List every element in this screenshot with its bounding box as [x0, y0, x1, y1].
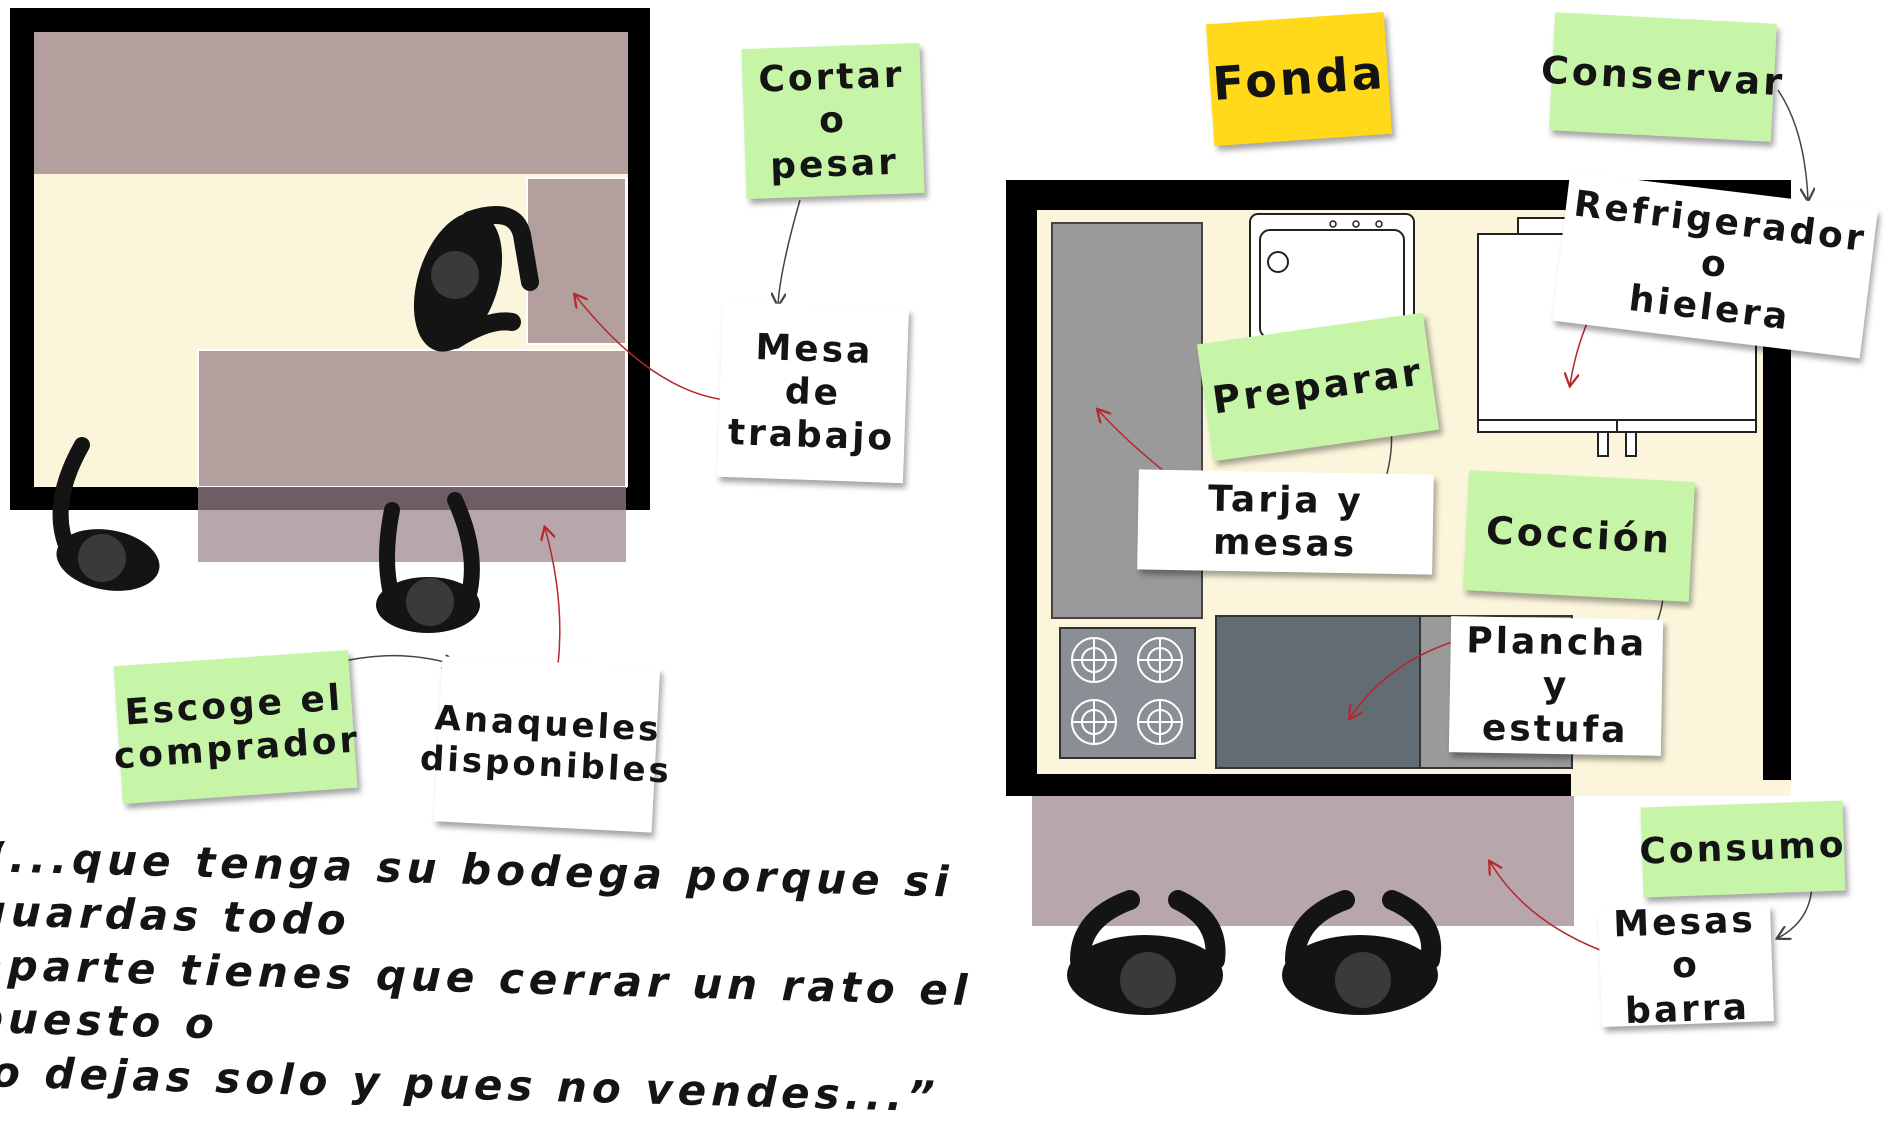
- right-wall-bottom: [1006, 774, 1571, 796]
- connector-arrow: [575, 295, 726, 401]
- note-conservar: Conservar: [1540, 12, 1786, 142]
- buyer-figure: [376, 492, 480, 633]
- left-shelves: [198, 510, 626, 562]
- buyer-figure: [52, 437, 160, 591]
- connector-arrow: [1777, 89, 1808, 200]
- note-mesas-o-barra: Mesas o barra: [1598, 900, 1774, 1032]
- note-escoge-el-comprador: Escoge el comprador: [113, 649, 361, 805]
- note-mesa-de-trabajo: Mesa de trabajo: [717, 301, 909, 484]
- page-title: Fonda: [1205, 11, 1393, 147]
- sink: [1249, 213, 1415, 345]
- left-counter-edge: [198, 487, 626, 510]
- connector-arrow: [545, 528, 561, 666]
- left-stall-plan: [10, 8, 801, 666]
- note-coccion: Cocción: [1463, 470, 1695, 602]
- note-consumo: Consumo: [1639, 800, 1847, 898]
- diner-figure: [1282, 890, 1442, 1015]
- left-front-counter: [197, 349, 627, 488]
- diner-figure: [1067, 890, 1226, 1015]
- griddle: [1215, 615, 1421, 769]
- note-tarja-y-mesas: Tarja y mesas: [1137, 469, 1434, 575]
- connector-arrow: [339, 656, 455, 665]
- connector-arrow: [1350, 641, 1453, 718]
- connector-arrow: [1490, 862, 1601, 951]
- stove: [1059, 627, 1196, 759]
- left-back-counter: [34, 32, 628, 174]
- left-work-table: [526, 177, 627, 345]
- connector-arrow: [778, 199, 801, 305]
- right-open-front: [1571, 780, 1791, 796]
- worker-figure: [413, 206, 539, 352]
- note-anaqueles-disponibles: Anaqueles disponibles: [419, 656, 673, 833]
- interview-quote: “...que tenga su bodega porque si guarda…: [0, 831, 973, 1122]
- note-plancha-y-estufa: Plancha y estufa: [1448, 616, 1664, 756]
- note-cortar-o-pesar: Cortar o pesar: [741, 42, 925, 200]
